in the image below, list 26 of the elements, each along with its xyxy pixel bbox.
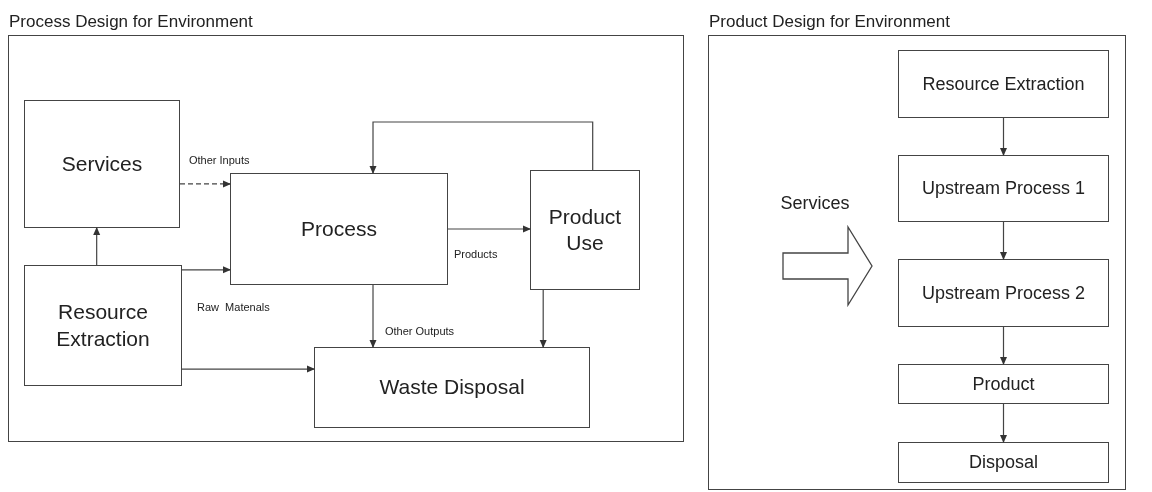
arrow (369, 284, 377, 348)
arrow (181, 365, 315, 373)
arrow (1000, 221, 1007, 260)
process-box: Services (24, 100, 180, 228)
process-box: Process (230, 173, 448, 285)
arrow (179, 180, 231, 188)
process-box: Waste Disposal (314, 347, 590, 428)
process-box: Product (898, 364, 1109, 404)
arrow (1000, 403, 1007, 443)
arrow (1000, 117, 1007, 156)
process-box: Disposal (898, 442, 1109, 483)
block-arrow (782, 224, 873, 308)
arrow (1000, 326, 1007, 365)
process-box: Upstream Process 1 (898, 155, 1109, 222)
panel-title: Process Design for Environment (9, 11, 253, 33)
node-label: Services (780, 191, 850, 215)
process-box: Upstream Process 2 (898, 259, 1109, 327)
arrow (181, 266, 231, 274)
process-box: Resource Extraction (898, 50, 1109, 118)
arrow (447, 225, 531, 233)
process-box: Product Use (530, 170, 640, 290)
process-box: Resource Extraction (24, 265, 182, 386)
arrow (539, 289, 547, 348)
panel-title: Product Design for Environment (709, 11, 950, 33)
arrow (369, 121, 594, 174)
arrow (93, 227, 101, 266)
